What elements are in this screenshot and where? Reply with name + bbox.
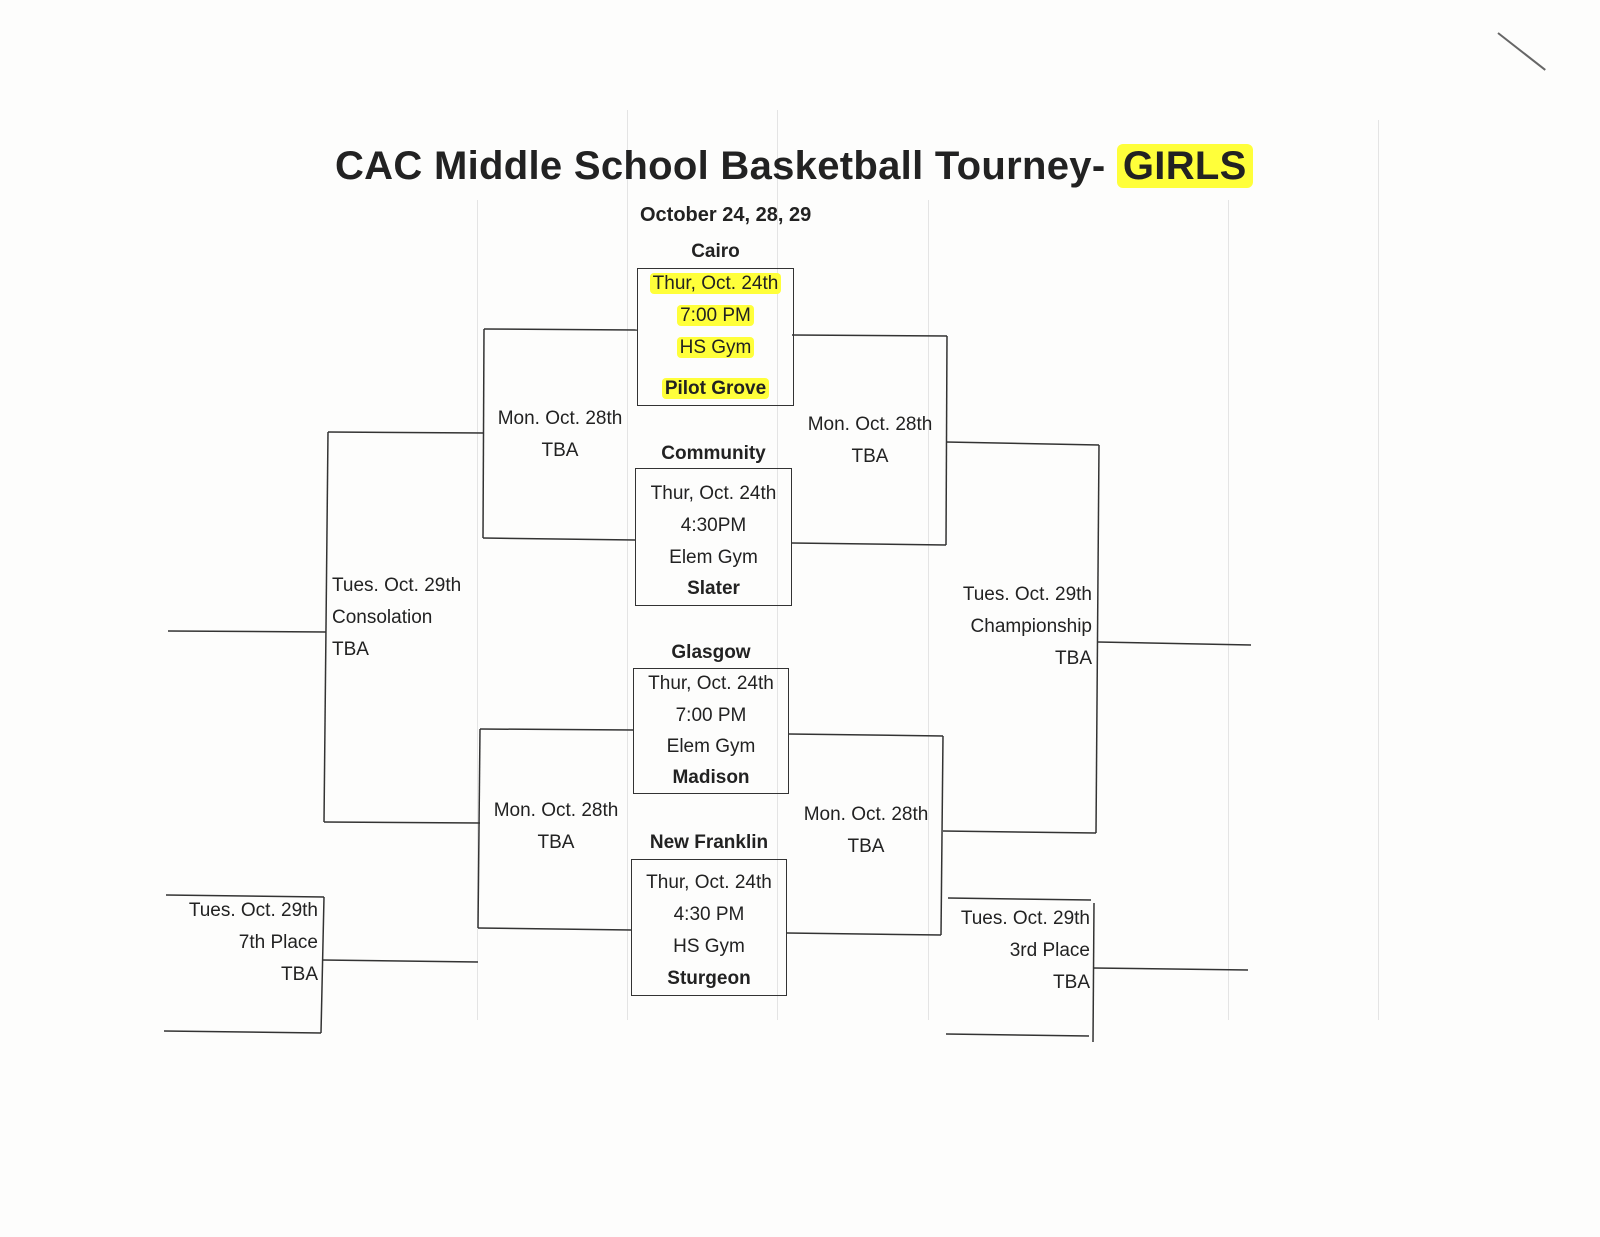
semifinal-left-bottom-date: Mon. Oct. 28th xyxy=(493,800,619,821)
game-2-venue: Elem Gym xyxy=(669,547,758,568)
bracket-line xyxy=(477,927,632,931)
team-madison: Madison xyxy=(672,767,750,788)
bracket-line xyxy=(791,542,947,546)
game-1-time: 7:00 PM xyxy=(637,305,794,327)
bracket-line xyxy=(942,830,1097,834)
bracket-line xyxy=(477,728,481,929)
bracket-line xyxy=(479,728,634,731)
game-1-date: Thur, Oct. 24th xyxy=(637,273,794,295)
third-place-date: Tues. Oct. 29th xyxy=(960,908,1090,929)
bracket-line xyxy=(1092,902,1095,1043)
bracket-line xyxy=(165,894,325,898)
seventh-place-time: TBA xyxy=(281,964,318,985)
bracket-line xyxy=(1092,967,1249,971)
game-3-date: Thur, Oct. 24th xyxy=(648,673,774,694)
game-2-date: Thur, Oct. 24th xyxy=(650,483,777,504)
game-4-venue: HS Gym xyxy=(673,936,745,957)
tourney-dates: October 24, 28, 29 xyxy=(640,204,812,226)
bracket-line xyxy=(483,328,638,331)
semifinal-right-top-date: Mon. Oct. 28th xyxy=(807,414,933,435)
bracket-line xyxy=(940,735,944,936)
bracket-line xyxy=(320,896,325,1034)
bracket-line xyxy=(482,537,636,541)
game-4-date: Thur, Oct. 24th xyxy=(646,872,772,893)
game-3-venue: Elem Gym xyxy=(666,736,756,757)
bracket-line xyxy=(323,431,329,823)
consolation-date: Tues. Oct. 29th xyxy=(332,575,462,596)
bracket-line xyxy=(945,1033,1090,1037)
team-glasgow: Glasgow xyxy=(671,642,751,663)
bracket-line xyxy=(947,897,1092,901)
seventh-place-date: Tues. Oct. 29th xyxy=(188,900,318,921)
semifinal-left-top-time: TBA xyxy=(541,440,579,461)
bracket-line xyxy=(791,334,948,337)
consolation-label: Consolation xyxy=(332,607,433,628)
championship-label: Championship xyxy=(970,616,1092,637)
game-3-time: 7:00 PM xyxy=(675,705,747,726)
bracket-line xyxy=(945,441,1100,446)
team-pilot-grove: Pilot Grove xyxy=(637,378,794,400)
bracket-line xyxy=(788,733,944,737)
seventh-place-label: 7th Place xyxy=(238,932,318,953)
title-highlight: GIRLS xyxy=(1116,144,1253,188)
semifinal-right-top-time: TBA xyxy=(851,446,889,467)
game-box-2 xyxy=(635,468,792,606)
bracket-line xyxy=(167,630,327,633)
scan-gridline xyxy=(777,110,778,1020)
title-text: CAC Middle School Basketball Tourney- xyxy=(335,144,1106,188)
team-slater: Slater xyxy=(687,578,740,599)
third-place-time: TBA xyxy=(1053,972,1090,993)
semifinal-right-bottom-time: TBA xyxy=(847,836,885,857)
scan-gridline xyxy=(1378,120,1379,1020)
game-box-3 xyxy=(633,668,789,794)
game-1-venue: HS Gym xyxy=(637,337,794,359)
scan-gridline xyxy=(627,110,628,1020)
game-box-1 xyxy=(637,268,794,406)
championship-time: TBA xyxy=(1055,648,1092,669)
semifinal-right-bottom-date: Mon. Oct. 28th xyxy=(803,804,929,825)
consolation-time: TBA xyxy=(332,639,369,660)
game-box-4 xyxy=(631,859,787,996)
game-2-time: 4:30PM xyxy=(680,515,747,536)
bracket-line xyxy=(786,932,942,936)
bracket-line xyxy=(323,821,481,824)
scan-gridline xyxy=(477,200,478,1020)
team-new-franklin: New Franklin xyxy=(649,832,769,853)
championship-date: Tues. Oct. 29th xyxy=(962,584,1092,605)
page-title: CAC Middle School Basketball Tourney- GI… xyxy=(335,142,1295,190)
bracket-line xyxy=(945,335,948,546)
semifinal-left-top-date: Mon. Oct. 28th xyxy=(497,408,623,429)
bracket-line xyxy=(1095,444,1100,834)
bracket-line xyxy=(163,1030,322,1034)
team-community: Community xyxy=(661,443,766,464)
scan-gridline xyxy=(928,200,929,1020)
bracket-line xyxy=(327,431,485,434)
bracket-line xyxy=(321,959,479,963)
bracket-line xyxy=(1097,641,1252,646)
semifinal-left-bottom-time: TBA xyxy=(537,832,575,853)
third-place-label: 3rd Place xyxy=(1009,940,1090,961)
game-4-time: 4:30 PM xyxy=(673,904,745,925)
team-cairo: Cairo xyxy=(691,241,740,262)
scan-gridline xyxy=(1228,200,1229,1020)
team-sturgeon: Sturgeon xyxy=(667,968,751,989)
